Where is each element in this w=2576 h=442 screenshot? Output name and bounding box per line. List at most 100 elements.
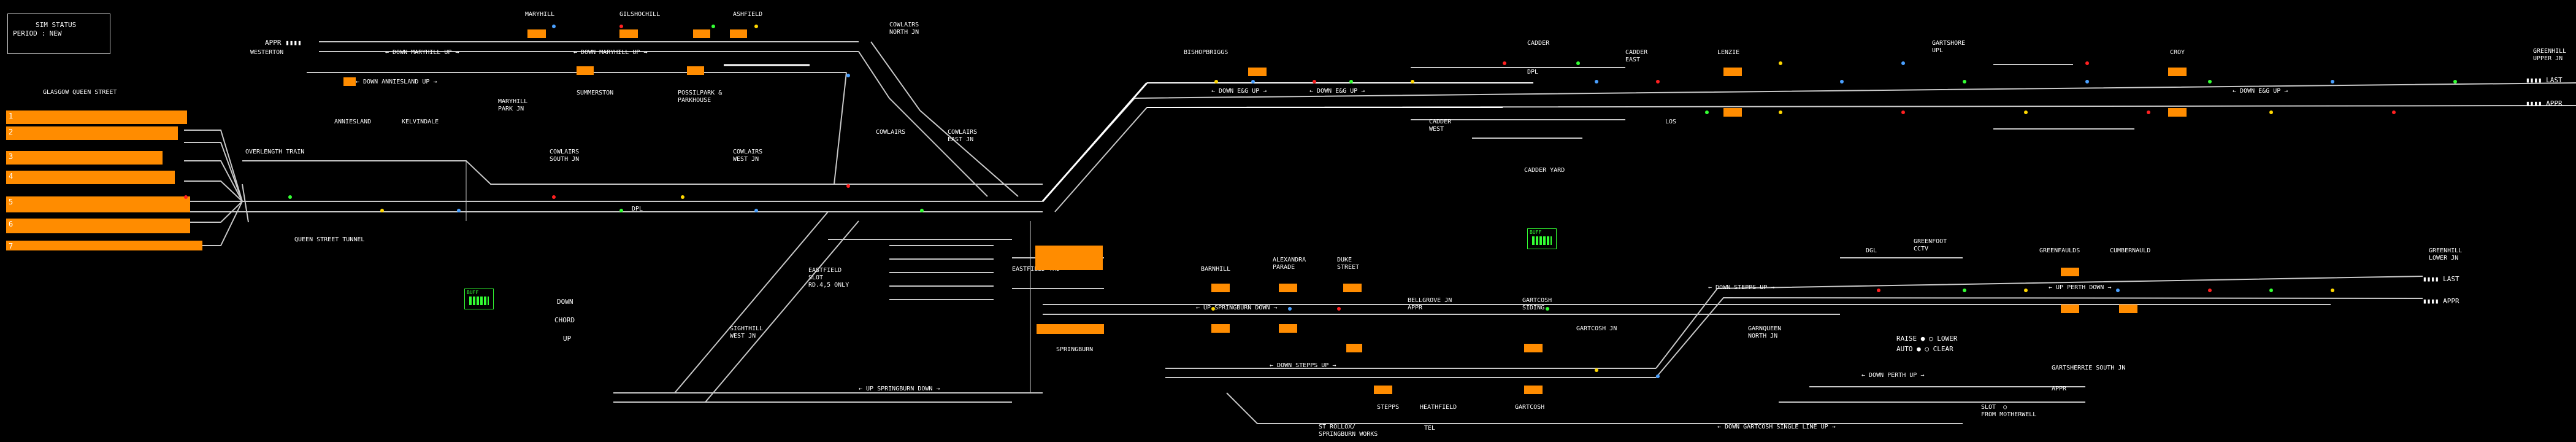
signal-37[interactable] (1877, 289, 1880, 292)
signal-50[interactable] (1576, 61, 1580, 65)
signal-46[interactable] (711, 25, 715, 28)
station-label-ashfield: ASHFIELD (733, 11, 763, 18)
appr-westerton-button[interactable]: APPR ▮▮▮▮ (265, 39, 302, 47)
signal-33[interactable] (1337, 307, 1341, 311)
maryhill-connection[interactable] (858, 51, 988, 197)
cowlairs-north-connection[interactable] (870, 41, 1019, 197)
signal-3[interactable] (380, 209, 384, 212)
station-label-bishopbriggs: BISHOPBRIGGS (1184, 49, 1229, 56)
signal-38[interactable] (1963, 289, 1966, 292)
signal-41[interactable] (2208, 289, 2212, 292)
maryhill-chord[interactable] (834, 72, 847, 185)
signal-47[interactable] (754, 25, 758, 28)
active-route-eg[interactable] (1041, 82, 1148, 202)
signal-31[interactable] (1211, 307, 1215, 311)
signal-29[interactable] (2392, 110, 2396, 114)
signal-27[interactable] (2269, 110, 2273, 114)
signal-2[interactable] (288, 195, 292, 199)
signal-8[interactable] (754, 209, 758, 212)
station-label-sighthill: SIGHTHILL WEST JN (730, 325, 764, 339)
platform-road-7[interactable] (184, 201, 243, 246)
signal-42[interactable] (2269, 289, 2273, 292)
signal-21[interactable] (1901, 110, 1905, 114)
station-label-greenhill-lower: GREENHILL LOWER JN (2429, 247, 2463, 262)
sighthill-2[interactable] (705, 220, 859, 403)
up-button[interactable]: UP (563, 335, 572, 343)
signal-39[interactable] (2024, 289, 2028, 292)
chord-button[interactable]: CHORD (554, 316, 575, 324)
eg-down[interactable] (1054, 105, 2576, 212)
signal-35[interactable] (1595, 368, 1598, 372)
signal-49[interactable] (1503, 61, 1506, 65)
signal-19[interactable] (1779, 110, 1782, 114)
sim-status-box[interactable]: SIM STATUS PERIOD : NEW (7, 14, 110, 54)
signal-25[interactable] (2147, 110, 2150, 114)
station-platform (1279, 284, 1297, 292)
signal-22[interactable] (1963, 80, 1966, 83)
down-button[interactable]: DOWN (557, 298, 573, 306)
station-label-possilpark: POSSILPARK & PARKHOUSE (678, 90, 723, 104)
signal-16[interactable] (1595, 80, 1598, 83)
signal-51[interactable] (1779, 61, 1782, 65)
signal-26[interactable] (2208, 80, 2212, 83)
signal-30[interactable] (2453, 80, 2457, 83)
perth-up[interactable] (1655, 276, 2423, 369)
station-label-cowlairs-east-jn: COWLAIRS EAST JN (948, 129, 978, 143)
signal-24[interactable] (2085, 80, 2089, 83)
gartcosh-connection[interactable] (1226, 392, 1656, 424)
last-button-top[interactable]: ▮▮▮▮ LAST (2526, 76, 2563, 84)
dpl-line[interactable] (242, 160, 1043, 185)
appr-button-bottom[interactable]: ▮▮▮▮ APPR (2423, 297, 2459, 305)
signal-45[interactable] (619, 25, 623, 28)
signal-13[interactable] (1313, 80, 1316, 83)
signal-44[interactable] (552, 25, 556, 28)
signal-20[interactable] (1840, 80, 1844, 83)
signal-10[interactable] (920, 209, 924, 212)
last-button-bottom[interactable]: ▮▮▮▮ LAST (2423, 275, 2459, 283)
station-label-maryhill-park-jn: MARYHILL PARK JN (498, 98, 528, 112)
raise-lower-control[interactable]: RAISE ● ○ LOWER (1896, 335, 1958, 343)
signal-15[interactable] (1411, 80, 1414, 83)
signal-12[interactable] (1251, 80, 1255, 83)
signal-32[interactable] (1288, 307, 1292, 311)
signal-53[interactable] (2085, 61, 2089, 65)
throat-lower[interactable] (242, 184, 249, 223)
perth-down[interactable] (1655, 297, 2423, 378)
signal-48[interactable] (846, 74, 850, 77)
line-label-down-eag-3: ← DOWN E&G UP → (2233, 88, 2288, 95)
auto-clear-control[interactable]: AUTO ● ○ CLEAR (1896, 345, 1953, 353)
signal-40[interactable] (2116, 289, 2120, 292)
signal-7[interactable] (681, 195, 684, 199)
platform-road-1[interactable] (184, 130, 243, 202)
signal-43[interactable] (2331, 289, 2334, 292)
appr-button-top[interactable]: ▮▮▮▮ APPR (2526, 99, 2563, 107)
buffer-indicator-1: BUFF (464, 289, 494, 309)
station-label-los: LOS (1665, 118, 1677, 125)
signal-5[interactable] (552, 195, 556, 199)
platform-road-4[interactable] (184, 180, 243, 202)
signal-9[interactable] (846, 184, 850, 188)
signal-17[interactable] (1656, 80, 1660, 83)
status-period: PERIOD : NEW (13, 29, 62, 37)
signal-14[interactable] (1349, 80, 1353, 83)
signal-4[interactable] (457, 209, 461, 212)
signal-52[interactable] (1901, 61, 1905, 65)
signal-34[interactable] (1546, 307, 1549, 311)
platform-road-2[interactable] (184, 142, 243, 202)
platform-number-1: 1 (9, 112, 13, 120)
signal-11[interactable] (1214, 80, 1218, 83)
station-label-westerton: WESTERTON (250, 49, 284, 56)
eg-up[interactable] (1042, 82, 2576, 202)
signal-28[interactable] (2331, 80, 2334, 83)
sighthill-1[interactable] (674, 211, 829, 394)
signal-1[interactable] (184, 195, 188, 199)
signal-18[interactable] (1705, 110, 1709, 114)
platform-number-4: 4 (9, 172, 13, 180)
platform-road-3[interactable] (184, 160, 243, 202)
signal-23[interactable] (2024, 110, 2028, 114)
signal-36[interactable] (1656, 374, 1660, 378)
station-platform (619, 29, 638, 38)
signal-6[interactable] (619, 209, 623, 212)
station-platform (2168, 108, 2187, 117)
platform-2 (6, 126, 178, 140)
